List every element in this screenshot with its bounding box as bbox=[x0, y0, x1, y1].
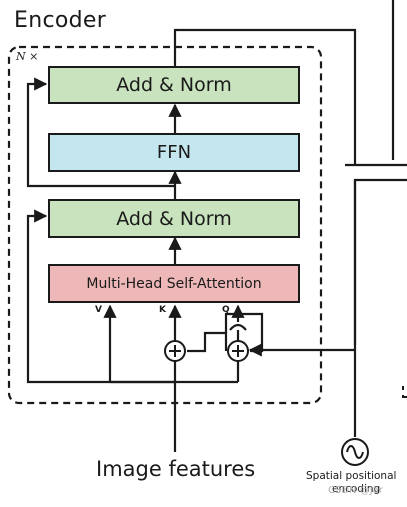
v-input-label: V bbox=[95, 305, 102, 315]
ffn-block: FFN bbox=[48, 133, 300, 172]
spatial-encoding-label: Spatial positional encoding bbox=[306, 470, 396, 496]
image-features-label: Image features bbox=[96, 457, 256, 481]
k-input-label: K bbox=[159, 305, 166, 315]
add-circle-1 bbox=[164, 340, 186, 362]
repeat-label: N × bbox=[16, 50, 39, 63]
decoder-boundary-fragment bbox=[402, 386, 407, 398]
add-norm-bottom-block: Add & Norm bbox=[48, 199, 300, 238]
sine-wave-icon bbox=[341, 438, 369, 466]
add-norm-top-block: Add & Norm bbox=[48, 66, 300, 104]
encoder-boundary bbox=[7, 45, 323, 405]
add-circle-2 bbox=[227, 340, 249, 362]
multi-head-self-attention-block: Multi-Head Self-Attention bbox=[48, 264, 300, 303]
spatial-encoding-line1: Spatial positional bbox=[306, 470, 397, 482]
encoder-title: Encoder bbox=[14, 8, 107, 33]
spatial-encoding-line2: encoding bbox=[332, 483, 381, 495]
watermark: CSDN @Jar bbox=[328, 485, 383, 496]
q-input-label: Q bbox=[222, 305, 230, 315]
